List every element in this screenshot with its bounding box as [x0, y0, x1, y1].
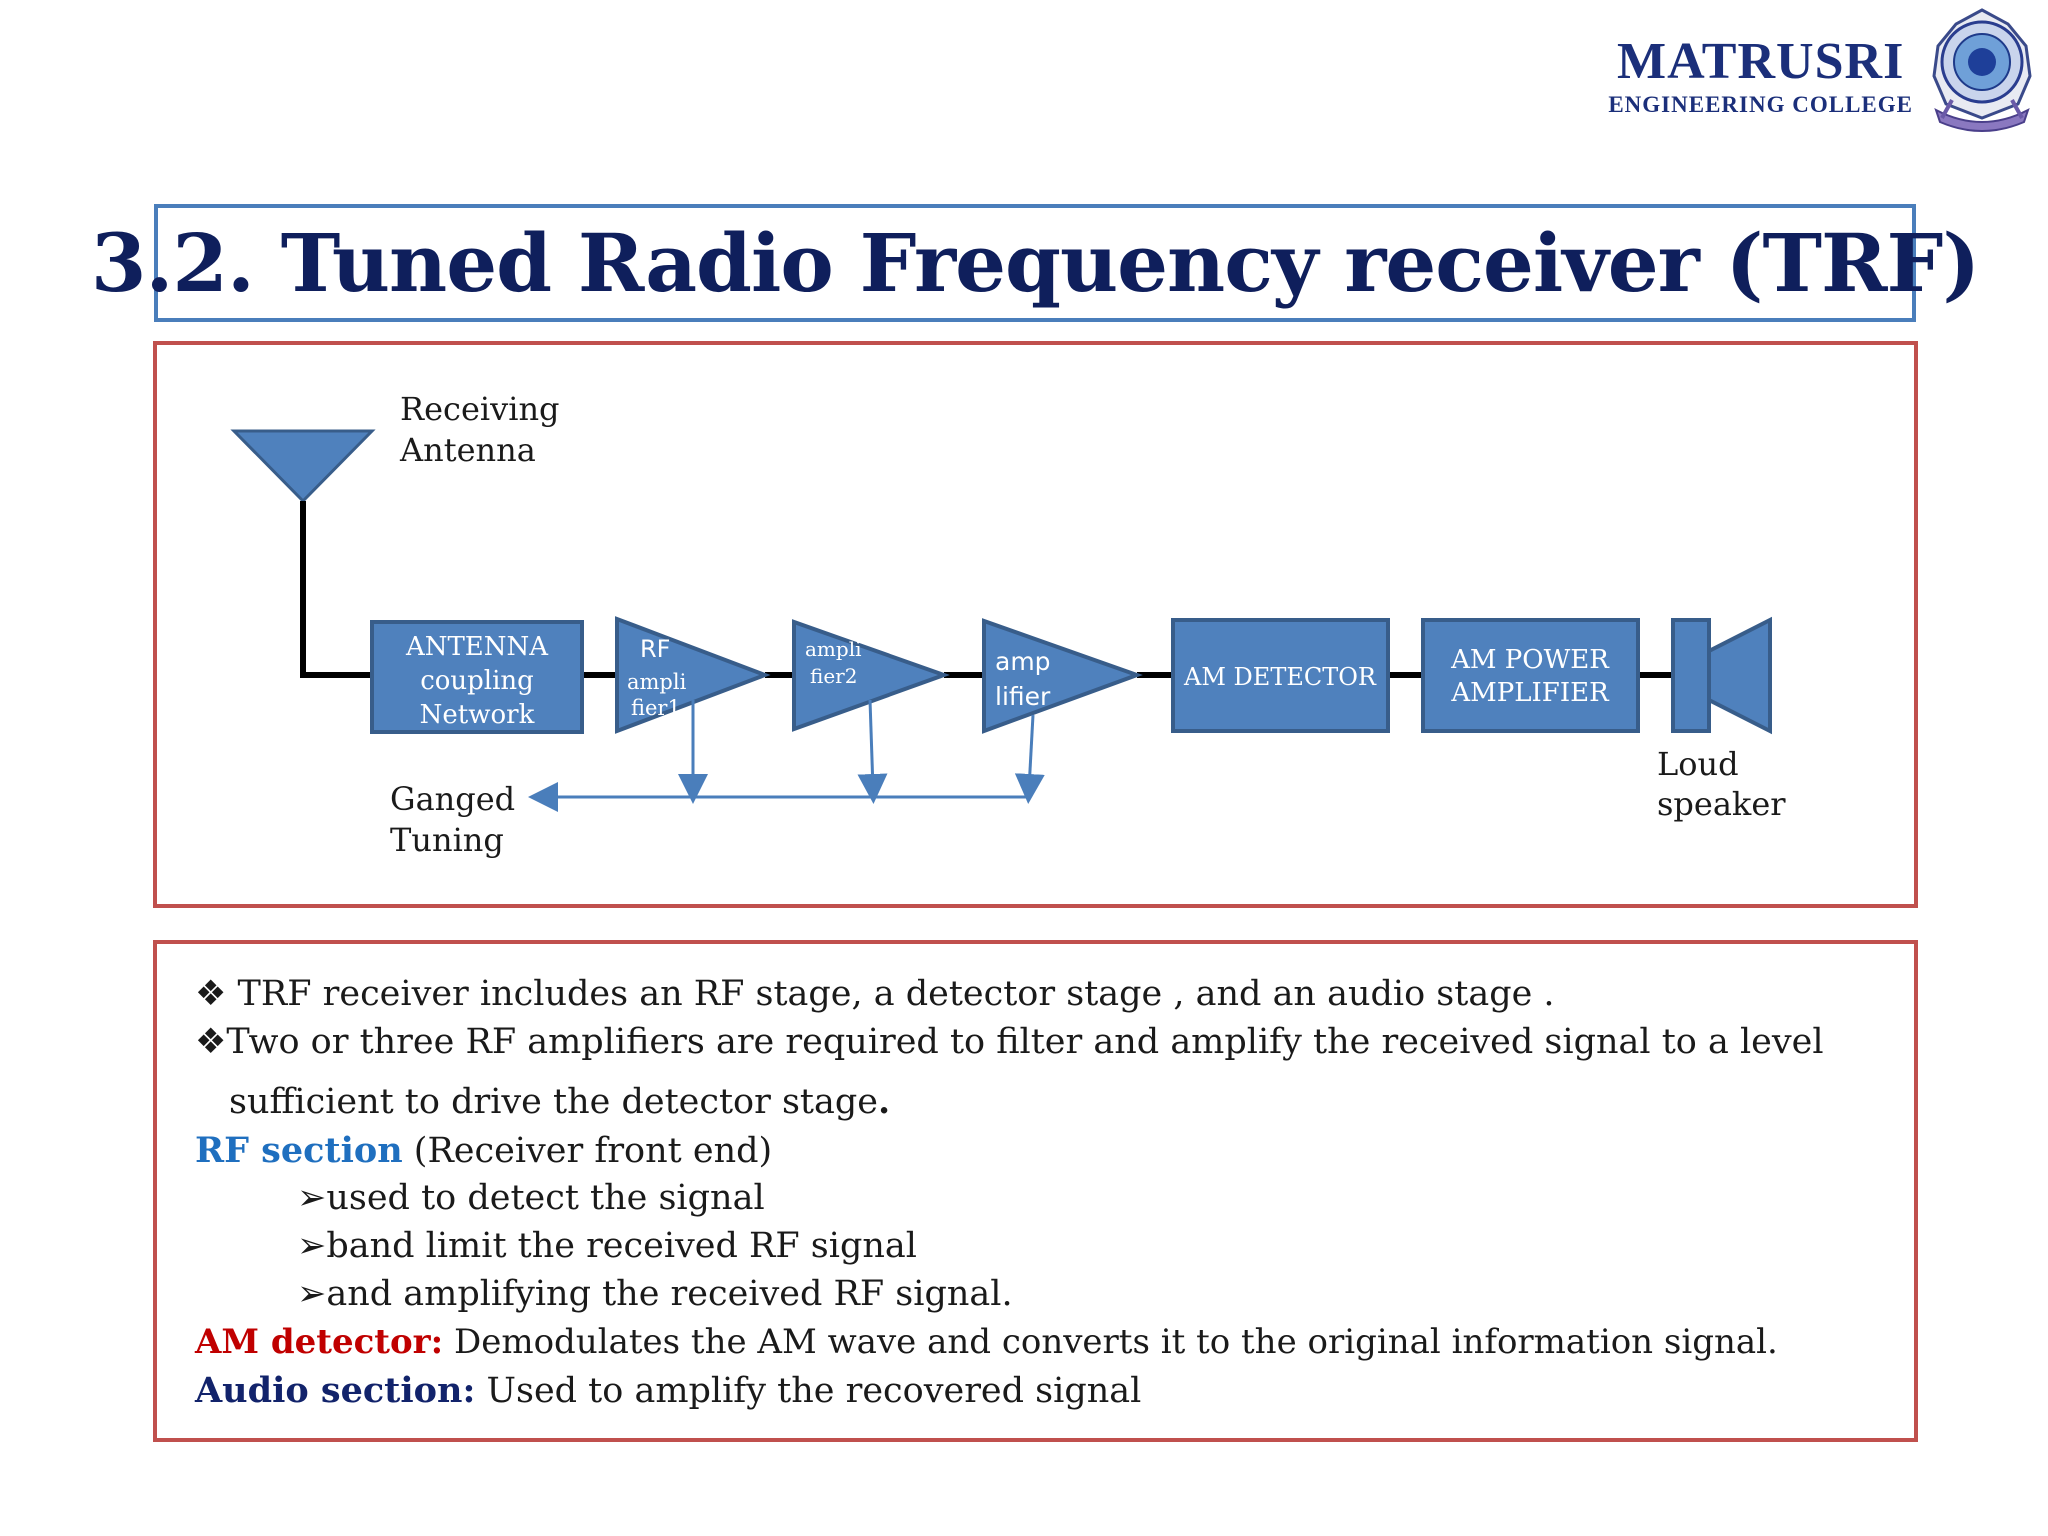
power-amp-label-line1: AM POWER	[1450, 645, 1610, 675]
college-logo-text: MATRUSRI ENGINEERING COLLEGE	[1608, 34, 1913, 120]
am-power-amplifier-block	[1421, 618, 1640, 733]
arrow-bullet-icon: ➢	[297, 1178, 327, 1218]
audio-section-label: Audio section:	[195, 1370, 476, 1411]
ganged-label-line2: Tuning	[390, 821, 504, 859]
am-detector-line: AM detector: Demodulates the AM wave and…	[195, 1322, 1778, 1362]
explanation-frame: ❖ TRF receiver includes an RF stage, a d…	[153, 940, 1918, 1442]
audio-section-line: Audio section: Used to amplify the recov…	[195, 1370, 1141, 1411]
speaker-label-line1: Loud	[1657, 745, 1739, 783]
coupling-label-line1: ANTENNA	[405, 632, 549, 662]
am-detector-desc: Demodulates the AM wave and converts it …	[443, 1322, 1778, 1362]
rf-item-2-text: band limit the received RF signal	[326, 1226, 917, 1266]
am-detector-label: AM detector:	[195, 1322, 444, 1362]
coupling-label-line2: coupling	[420, 666, 534, 696]
trf-stages-text: TRF receiver includes an RF stage, a det…	[226, 974, 1555, 1014]
rf-amplifier-1	[615, 616, 771, 734]
coupling-label-line3: Network	[420, 700, 535, 730]
amp1-label-line1: RF	[640, 635, 670, 663]
antenna-coupling-block	[370, 620, 584, 734]
antenna-label-line1: Receiving	[400, 390, 560, 428]
rf-section-label: RF section	[195, 1130, 403, 1171]
rf-item-3: ➢and amplifying the received RF signal.	[297, 1274, 1013, 1314]
college-emblem-icon	[1932, 8, 2032, 132]
arrow-bullet-icon: ➢	[297, 1274, 327, 1314]
detector-drive-text: sufficient to drive the detector stage	[229, 1082, 878, 1122]
rf-item-3-text: and amplifying the received RF signal.	[326, 1274, 1013, 1314]
bullet-line-1: ❖ TRF receiver includes an RF stage, a d…	[195, 974, 1555, 1014]
diamond-bullet-icon: ❖	[195, 1022, 227, 1062]
college-subtitle: ENGINEERING COLLEGE	[1608, 92, 1913, 117]
arrow-bullet-icon: ➢	[297, 1226, 327, 1266]
ganged-label-line1: Ganged	[390, 780, 515, 818]
rf-item-2: ➢band limit the received RF signal	[297, 1226, 917, 1266]
amp1-label-line3: fier1	[631, 696, 681, 720]
rf-item-1: ➢used to detect the signal	[297, 1178, 765, 1218]
bullet-line-2-continued: sufficient to drive the detector stage.	[229, 1081, 890, 1122]
amp1-label-line2: ampli	[627, 670, 687, 694]
antenna-icon	[230, 429, 376, 504]
amp3-label-line2: lifier	[995, 682, 1051, 711]
amp2-label-line2: fier2	[810, 664, 857, 688]
antenna-label-line2: Antenna	[399, 431, 536, 469]
diagram-frame: Receiving Antenna ANTENNA coupling Netwo…	[153, 341, 1918, 908]
am-detector-label: AM DETECTOR	[1183, 663, 1377, 691]
ganged-tuning-lines	[528, 699, 1045, 812]
rf-amplifiers-text: Two or three RF amplifiers are required …	[226, 1022, 1824, 1062]
am-detector-block	[1171, 618, 1390, 733]
college-name: MATRUSRI	[1617, 33, 1905, 90]
bullet-line-2: ❖Two or three RF amplifiers are required…	[195, 1022, 1824, 1062]
rf-item-1-text: used to detect the signal	[326, 1178, 765, 1218]
amp2-label-line1: ampli	[805, 637, 861, 661]
audio-section-desc: Used to amplify the recovered signal	[475, 1371, 1142, 1411]
rf-amplifier-3	[982, 618, 1143, 734]
speaker-label-line2: speaker	[1657, 785, 1786, 823]
loudspeaker-icon	[1671, 616, 1772, 735]
rf-section-heading: RF section (Receiver front end)	[195, 1130, 772, 1171]
amp3-label-line1: amp	[995, 647, 1051, 676]
diamond-bullet-icon: ❖	[195, 974, 227, 1014]
period: .	[877, 1081, 891, 1122]
slide-title: 3.2. Tuned Radio Frequency receiver (TRF…	[90, 216, 1980, 310]
title-box: 3.2. Tuned Radio Frequency receiver (TRF…	[91, 204, 1980, 322]
power-amp-label-line2: AMPLIFIER	[1450, 678, 1610, 708]
rf-section-desc: (Receiver front end)	[402, 1131, 773, 1171]
trf-block-diagram: Receiving Antenna ANTENNA coupling Netwo…	[230, 390, 1786, 859]
antenna-feed-line	[300, 501, 372, 678]
